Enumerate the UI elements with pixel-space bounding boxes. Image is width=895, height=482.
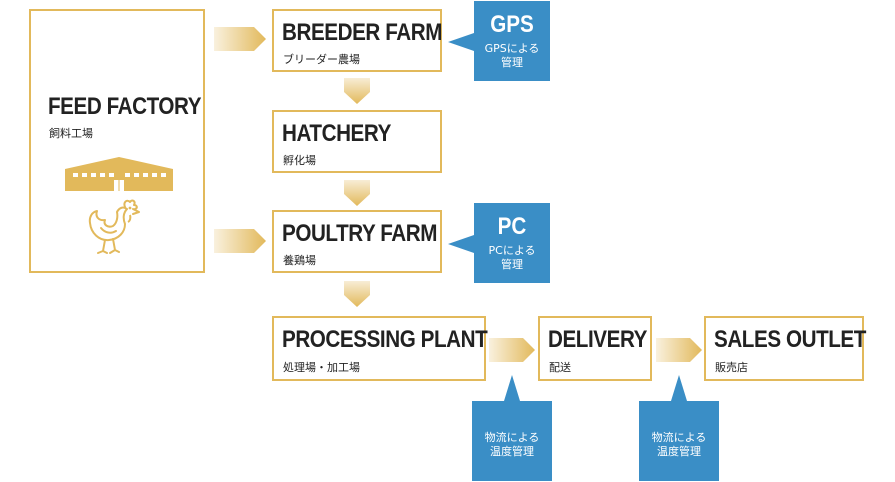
poultry-farm-box: POULTRY FARM 養鶏場 — [272, 210, 442, 273]
pc-line1: PCによる — [488, 244, 536, 257]
feed-factory-subtitle: 飼料工場 — [49, 127, 93, 140]
hatchery-subtitle: 孵化場 — [283, 154, 316, 167]
logistics-2-line1: 物流による — [651, 431, 707, 444]
delivery-box: DELIVERY 配送 — [538, 316, 652, 381]
logistics-1-line2: 温度管理 — [490, 445, 534, 458]
gps-line2: 管理 — [501, 56, 523, 69]
poultry-farm-title: POULTRY FARM — [282, 220, 438, 247]
factory-icon — [65, 157, 173, 191]
arrow-feed-to-breeder — [214, 27, 266, 51]
pc-line2: 管理 — [501, 258, 523, 271]
logistics-callout-1: 物流による 温度管理 — [472, 375, 552, 481]
logistics-2-line2: 温度管理 — [657, 445, 701, 458]
chicken-icon — [88, 199, 140, 254]
arrow-feed-to-poultry — [214, 229, 266, 253]
arrow-delivery-to-sales — [656, 338, 702, 362]
breeder-farm-subtitle: ブリーダー農場 — [283, 53, 360, 66]
pc-title: PC — [497, 213, 527, 240]
gps-callout: GPS GPSによる 管理 — [448, 1, 550, 81]
sales-outlet-box: SALES OUTLET 販売店 — [704, 316, 866, 381]
poultry-farm-subtitle: 養鶏場 — [283, 254, 316, 267]
feed-factory-box: FEED FACTORY 飼料工場 — [29, 9, 205, 273]
gps-line1: GPSによる — [484, 42, 540, 55]
breeder-farm-box: BREEDER FARM ブリーダー農場 — [272, 9, 442, 72]
logistics-callout-2: 物流による 温度管理 — [639, 375, 719, 481]
arrow-processing-to-delivery — [489, 338, 535, 362]
arrow-poultry-to-processing — [344, 281, 370, 307]
delivery-subtitle: 配送 — [549, 361, 571, 374]
hatchery-box: HATCHERY 孵化場 — [272, 110, 442, 173]
processing-plant-title: PROCESSING PLANT — [282, 326, 488, 353]
pc-callout: PC PCによる 管理 — [448, 203, 550, 283]
processing-plant-subtitle: 処理場・加工場 — [283, 361, 360, 374]
gps-title: GPS — [490, 11, 534, 38]
processing-plant-box: PROCESSING PLANT 処理場・加工場 — [272, 316, 488, 381]
arrow-breeder-to-hatchery — [344, 78, 370, 104]
arrow-hatchery-to-poultry — [344, 180, 370, 206]
logistics-1-line1: 物流による — [484, 431, 540, 444]
breeder-farm-title: BREEDER FARM — [282, 19, 442, 46]
feed-factory-title: FEED FACTORY — [48, 93, 202, 120]
delivery-title: DELIVERY — [548, 326, 648, 353]
hatchery-title: HATCHERY — [282, 120, 391, 147]
sales-outlet-title: SALES OUTLET — [714, 326, 866, 353]
sales-outlet-subtitle: 販売店 — [715, 361, 748, 374]
